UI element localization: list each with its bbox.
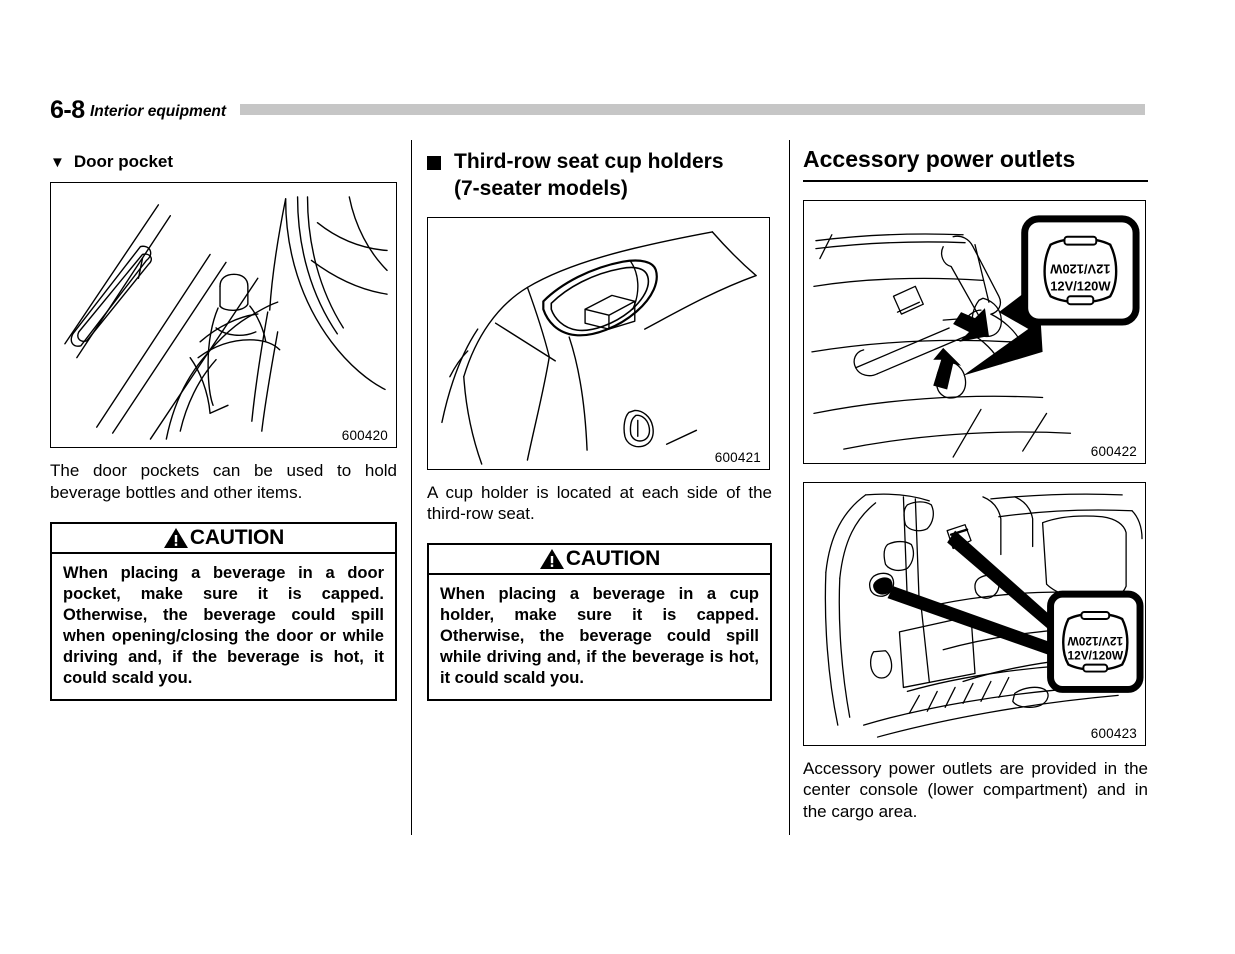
outlet-rating-label-inverted: 12V/120W [1067,634,1123,648]
figure-id-600420: 600420 [341,428,388,444]
header-rule [240,104,1145,115]
heading-door-pocket-label: Door pocket [73,152,174,171]
column-middle: Third-row seat cup holders (7-seater mod… [427,140,772,702]
body-text-cup-holder: A cup holder is located at each side of … [427,482,772,524]
square-bullet-icon [427,156,441,170]
heading-line-2: (7-seater models) [454,177,628,201]
body-text-accessory-outlets: Accessory power outlets are provided in … [803,758,1148,821]
figure-id-600422: 600422 [1090,443,1137,459]
caution-body: When placing a beverage in a cup holder,… [427,574,772,702]
outlet-rating-label: 12V/120W [1050,278,1111,293]
warning-triangle-icon [539,548,564,569]
column-divider-right [789,140,790,835]
heading-door-pocket: ▼ Door pocket [50,152,397,172]
caution-header: CAUTION [50,521,397,554]
body-text-door-pocket: The door pockets can be used to hold bev… [50,461,397,502]
figure-cargo-area-outlet: 12V/120W 12V/120W 600423 [803,481,1146,746]
figure-id-600421: 600421 [714,449,761,465]
outlet-rating-label-inverted: 12V/120W [1049,261,1110,276]
column-left: ▼ Door pocket [50,140,397,702]
caution-label: CAUTION [565,547,661,571]
caution-label: CAUTION [189,526,285,550]
figure-id-600423: 600423 [1090,725,1137,741]
outlet-rating-label: 12V/120W [1067,648,1123,662]
column-divider-left [411,140,412,835]
caution-cup-holder: CAUTION When placing a beverage in a cup… [427,542,772,702]
page-header: 6-8 Interior equipment [50,96,1148,124]
caution-text: When placing a beverage in a door pocket… [63,563,384,688]
caution-text: When placing a beverage in a cup holder,… [440,584,759,688]
figure-center-console-outlet: 12V/120W 12V/120W 600422 [803,199,1146,464]
figure-third-row-cup-holder: 600421 [427,216,770,470]
figure-door-pocket: 600420 [50,182,397,449]
section-title: Interior equipment [90,103,227,120]
page-number: 6-8 [50,96,85,124]
caution-header: CAUTION [427,542,772,575]
heading-third-row-cup-holders: Third-row seat cup holders (7-seater mod… [427,148,772,203]
heading-accessory-power-outlets: Accessory power outlets [803,145,1148,182]
warning-triangle-icon [163,527,188,548]
heading-line-1: Third-row seat cup holders [454,150,724,173]
caution-body: When placing a beverage in a door pocket… [50,553,397,702]
caution-door-pocket: CAUTION When placing a beverage in a doo… [50,521,397,702]
triangle-bullet-icon: ▼ [50,154,65,171]
column-right: Accessory power outlets [803,140,1148,822]
